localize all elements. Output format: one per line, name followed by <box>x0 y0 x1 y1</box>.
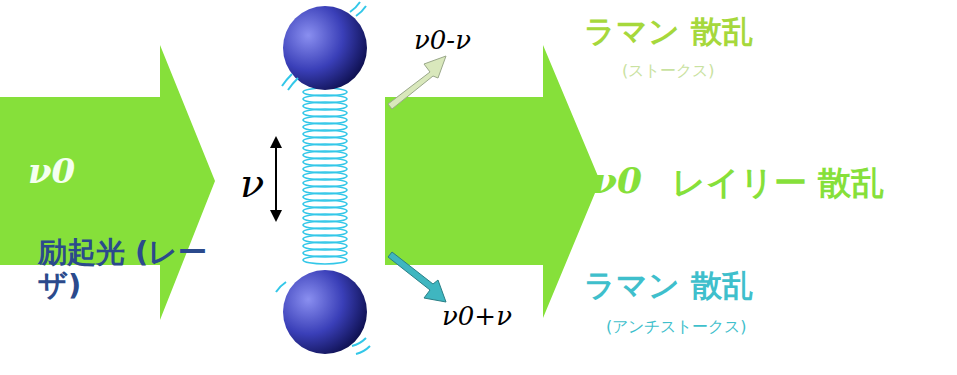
rayleigh-frequency: ν0 <box>592 160 642 201</box>
vibration-arrow <box>275 142 277 216</box>
spring <box>303 88 347 264</box>
stokes-arrow <box>388 56 446 109</box>
anti-stokes-frequency: ν0+ν <box>442 302 512 332</box>
raman-label: ラマン 散乱 <box>584 268 753 304</box>
motion-marks <box>276 2 370 354</box>
frequency-label: ν0 <box>28 153 75 190</box>
atom <box>283 6 367 90</box>
arrow-shape <box>0 45 215 320</box>
rayleigh-arrow <box>385 45 600 318</box>
excitation-arrow: ν0 <box>0 45 215 320</box>
anti-stokes-arrow <box>388 252 446 302</box>
atom <box>283 270 367 354</box>
vibration-frequency: ν <box>240 160 264 206</box>
rayleigh-label: レイリー 散乱 <box>672 164 885 202</box>
excitation-label: 励起光 (レーザ) <box>38 236 213 303</box>
stokes-label: (ストークス) <box>622 62 714 80</box>
anti-stokes-label: (アンチストークス) <box>606 318 746 336</box>
stokes-frequency: ν0-ν <box>414 26 471 56</box>
raman-label: ラマン 散乱 <box>584 14 753 50</box>
